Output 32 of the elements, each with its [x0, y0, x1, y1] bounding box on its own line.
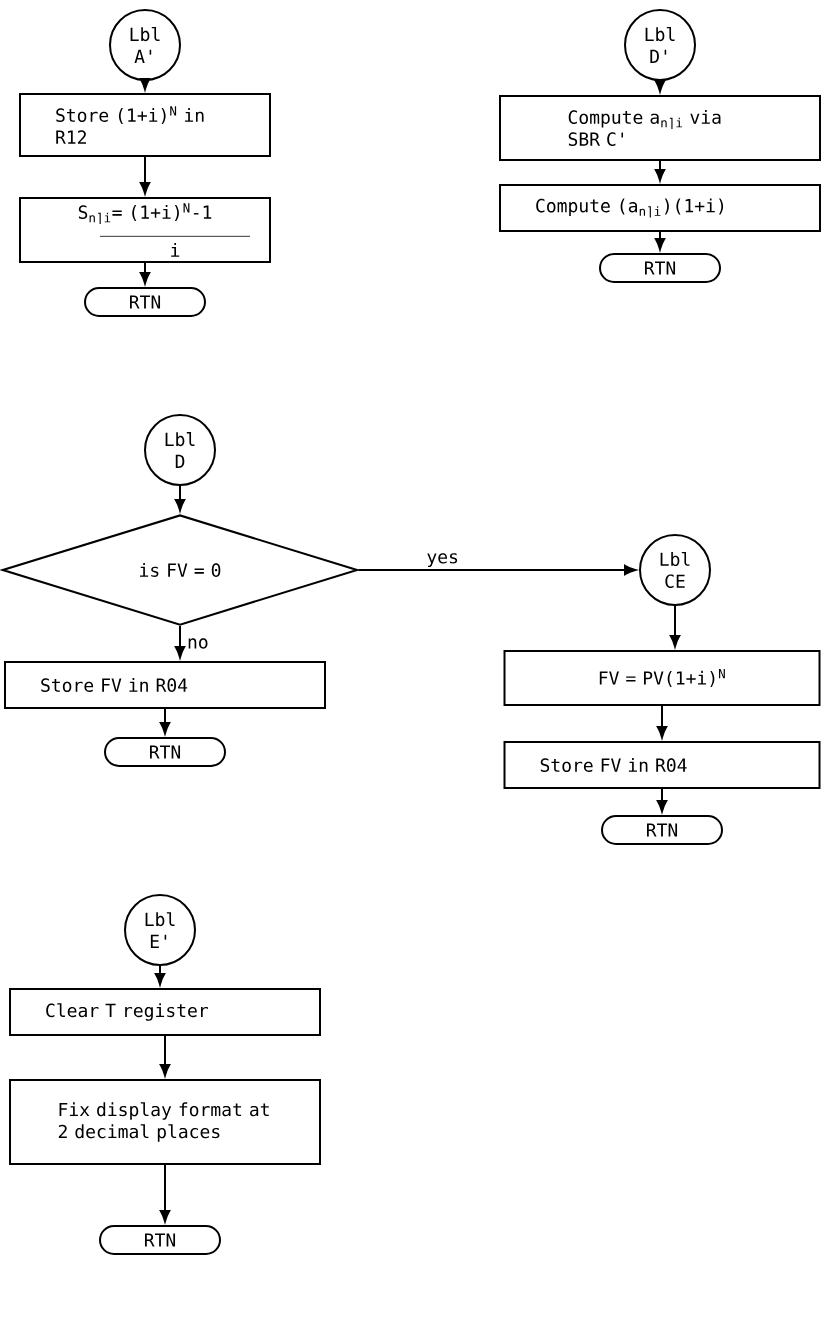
terminator: RTN	[601, 815, 723, 845]
process-box: Fix display format at 2 decimal places	[9, 1079, 321, 1165]
process-box: Store (1+i)$^{N}$ in R12	[19, 93, 271, 157]
arrow	[139, 262, 151, 285]
process-box: S$_{n⌉i}$= (1+i)$^{N}$-1 i	[19, 197, 271, 263]
process-box: FV = PV(1+i)$^{N}$	[503, 650, 821, 706]
arrow	[669, 605, 681, 648]
edge-label: no	[186, 637, 210, 650]
arrow	[654, 231, 666, 251]
edge-label: yes	[425, 552, 460, 568]
arrow	[654, 80, 666, 93]
arrow	[139, 156, 151, 195]
process-box: Compute (a$_{n⌉i}$)(1+i)	[499, 184, 821, 232]
terminator: RTN	[599, 253, 721, 283]
arrow	[159, 708, 171, 735]
terminator: RTN	[99, 1225, 221, 1255]
arrow	[656, 705, 668, 739]
arrow	[654, 160, 666, 182]
terminator: RTN	[84, 287, 206, 317]
arrow	[174, 485, 186, 512]
arrow	[159, 1164, 171, 1223]
arrow	[154, 965, 166, 986]
arrow	[159, 1035, 171, 1077]
process-box: Store FV in R04	[4, 661, 326, 709]
arrow	[174, 625, 186, 659]
process-box: Compute a$_{n⌉i}$ via SBR C'	[499, 95, 821, 161]
process-box: Store FV in R04	[503, 741, 821, 789]
arrow	[139, 78, 151, 91]
arrow	[357, 564, 637, 576]
terminator: RTN	[104, 737, 226, 767]
process-box: Clear T register	[9, 988, 321, 1036]
arrow	[656, 788, 668, 813]
